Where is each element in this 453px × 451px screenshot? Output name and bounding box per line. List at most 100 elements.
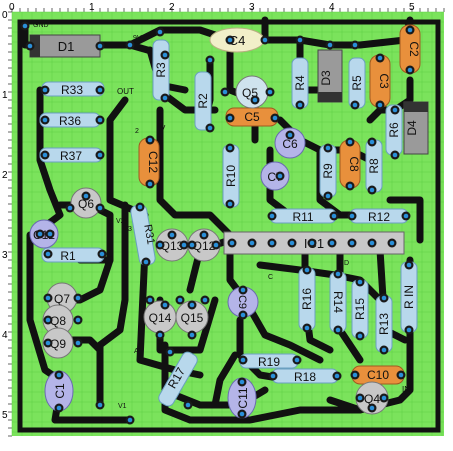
pad-hole: [272, 115, 278, 121]
resistor-r10[interactable]: R10: [222, 144, 240, 208]
resistor-r8[interactable]: R8: [365, 139, 383, 193]
resistor-r14-label: R14: [331, 291, 345, 313]
transistor-q6[interactable]: Q6: [70, 187, 102, 219]
ruler-row-label: 4: [2, 330, 8, 341]
transistor-q14[interactable]: Q14: [143, 300, 177, 334]
pad-hole: [47, 231, 53, 237]
capacitor-c2-label: C2: [407, 41, 421, 57]
pad-hole: [381, 295, 387, 301]
resistor-r19[interactable]: R19: [239, 353, 299, 369]
pad-hole: [67, 205, 73, 211]
capacitor-c10[interactable]: C10: [351, 365, 405, 385]
transistor-q9-label: Q9: [50, 337, 66, 351]
diode-d3-label: D3: [319, 70, 333, 86]
ruler-col-label: 0: [9, 2, 15, 13]
resistor-r2[interactable]: R2: [194, 71, 212, 131]
resistor-r16[interactable]: R16: [298, 267, 316, 331]
capacitor-c11[interactable]: C11: [227, 377, 257, 419]
resistor-r11[interactable]: R11: [269, 208, 337, 224]
transistor-q14-label: Q14: [149, 311, 172, 325]
ruler-col-label: 5: [409, 2, 415, 13]
ruler-col-label: 1: [89, 2, 95, 13]
resistor-r2-label: R2: [196, 93, 210, 109]
pad-hole: [294, 357, 300, 363]
resistor-r4[interactable]: R4: [291, 57, 309, 109]
trace: [156, 106, 234, 239]
diode-d4[interactable]: D4: [403, 101, 429, 155]
pad-hole: [83, 193, 89, 199]
resistor-r18[interactable]: R18: [271, 368, 339, 384]
resistor-r14[interactable]: R14: [329, 271, 347, 333]
trace: [36, 86, 64, 234]
transistor-q13[interactable]: Q13: [155, 228, 189, 262]
pad-hole: [389, 240, 395, 246]
pad-hole: [287, 132, 293, 138]
resistor-r15-label: R15: [353, 298, 367, 320]
resistor-r13-label: R13: [377, 313, 391, 335]
capacitor-c2[interactable]: C2: [399, 24, 421, 74]
pad-hole: [97, 87, 103, 93]
resistor-r33[interactable]: R33: [41, 81, 105, 97]
capacitor-c6[interactable]: C6: [274, 127, 306, 159]
capacitor-c8[interactable]: C8: [339, 139, 361, 189]
pad-hole: [42, 152, 48, 158]
resistor-r9[interactable]: R9: [319, 144, 337, 198]
transistor-q8[interactable]: Q8: [42, 304, 74, 336]
capacitor-c1[interactable]: C1: [44, 370, 74, 412]
ruler-row-label: 5: [2, 410, 8, 421]
capacitor-c6-label: C6: [282, 137, 298, 151]
diode-d3[interactable]: D3: [317, 49, 343, 103]
ruler-row-label: 2: [2, 170, 8, 181]
resistor-r15[interactable]: R15: [351, 279, 369, 339]
resistor-r3[interactable]: R3: [152, 39, 170, 101]
pad-hole: [207, 125, 213, 131]
diode-d1-label: D1: [58, 39, 75, 54]
diode-d1[interactable]: D1: [29, 34, 101, 58]
resistor-r36[interactable]: R36: [39, 112, 101, 128]
capacitor-c12-tant[interactable]: C12: [138, 137, 160, 187]
pad-hole: [169, 232, 175, 238]
resistor-r37-label: R37: [60, 149, 82, 163]
pad-hole: [202, 297, 208, 303]
trace: [96, 201, 129, 409]
resistor-r12[interactable]: R12: [349, 208, 409, 224]
pad-hole: [406, 327, 412, 333]
transistor-q15-label: Q15: [181, 311, 204, 325]
transistor-q12[interactable]: Q12: [187, 228, 221, 262]
pad-hole: [304, 267, 310, 273]
pad-hole: [240, 357, 246, 363]
pad-hole: [369, 405, 375, 411]
resistor-r37[interactable]: R37: [39, 147, 103, 163]
resistor-r3-label: R3: [154, 62, 168, 78]
right-margin: [444, 0, 453, 451]
pad-hole: [189, 332, 195, 338]
transistor-q9[interactable]: Q9: [42, 327, 74, 359]
resistor-r-in[interactable]: R IN: [400, 261, 418, 333]
pad-hole: [309, 240, 315, 246]
pad-hole: [377, 102, 383, 108]
resistor-r1[interactable]: R1: [41, 247, 105, 263]
pad-hole: [335, 271, 341, 277]
resistor-r9-label: R9: [321, 163, 335, 179]
capacitor-c7[interactable]: C7: [260, 161, 290, 191]
capacitor-c4[interactable]: C4: [209, 27, 265, 53]
resistor-r5[interactable]: R5: [348, 57, 366, 109]
resistor-r18-label: R18: [294, 370, 316, 384]
gnd-label: GND: [33, 22, 49, 29]
resistor-r13[interactable]: R13: [375, 295, 393, 353]
ruler-row-label: 0: [2, 10, 8, 21]
capacitor-c3[interactable]: C3: [369, 54, 391, 108]
pad-hole: [56, 372, 62, 378]
pin3-label: 3: [128, 226, 132, 233]
capacitor-c9[interactable]: C9: [227, 286, 259, 318]
pad-hole: [240, 312, 246, 318]
capacitor-c9-label: C9: [236, 295, 248, 309]
pad-hole: [207, 57, 213, 63]
pad-hole: [357, 395, 363, 401]
pad-hole: [97, 152, 103, 158]
nine-volt-label: 9V: [133, 35, 142, 42]
resistor-r-in-label: R IN: [402, 285, 416, 309]
pad-hole: [147, 181, 153, 187]
